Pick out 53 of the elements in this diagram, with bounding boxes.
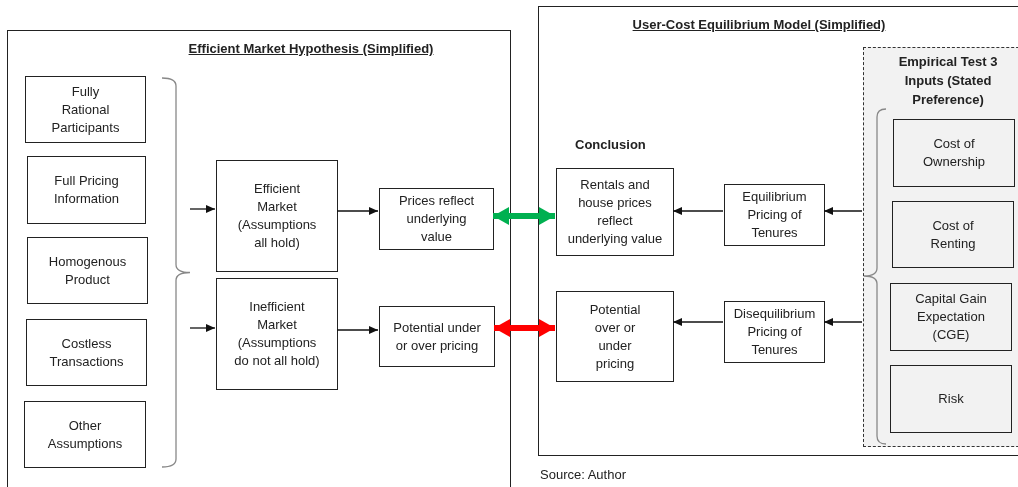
- process-box: [379, 306, 495, 367]
- box-text: Rentals and house prices reflect underlying value: [567, 176, 663, 248]
- arrow: [823, 318, 863, 326]
- section-heading: Conclusion: [575, 137, 646, 152]
- box-text: Inefficient Market (Assumptions do not all hold): [233, 298, 321, 370]
- box-text: Equilibrium Pricing of Tenures: [741, 188, 808, 242]
- curly-brace: [161, 77, 191, 468]
- arrow: [336, 207, 379, 215]
- box-text: Fully Rational Participants: [50, 82, 121, 137]
- box-text: Potential over or under pricing: [588, 300, 642, 373]
- box-text: Cost of Renting: [929, 216, 977, 253]
- group-heading: Empirical Test 3 Inputs (Stated Preference): [897, 53, 999, 109]
- source-note: Source: Author: [540, 467, 626, 482]
- process-box: [27, 156, 146, 224]
- box-text: Risk: [938, 390, 964, 408]
- panel-frame: [7, 30, 511, 487]
- input-box: [892, 201, 1014, 268]
- process-box: [216, 160, 338, 272]
- input-box: [893, 119, 1015, 187]
- box-text: Costless Transactions: [48, 334, 125, 371]
- input-box: [890, 283, 1012, 351]
- box-text: Prices reflect underlying value: [397, 192, 476, 246]
- panel-title: User-Cost Equilibrium Model (Simplified): [632, 16, 886, 34]
- process-box: [25, 76, 146, 143]
- arrow: [336, 326, 379, 334]
- dashed-group-box: [863, 47, 1018, 447]
- box-text: Homogenous Product: [47, 252, 128, 289]
- process-box: [724, 301, 825, 363]
- process-box: [26, 319, 147, 386]
- arrow: [672, 318, 724, 326]
- process-box: [216, 278, 338, 390]
- arrow: [672, 207, 724, 215]
- panel-frame: [538, 6, 1018, 456]
- box-text: Disequilibrium Pricing of Tenures: [732, 305, 817, 359]
- double-arrow: [494, 319, 555, 337]
- process-box: [379, 188, 494, 250]
- box-text: Capital Gain Expectation (CGE): [914, 290, 988, 344]
- box-text: Other Assumptions: [46, 416, 124, 453]
- process-box: [556, 291, 674, 382]
- box-text: Cost of Ownership: [921, 135, 987, 171]
- panel-title: Efficient Market Hypothesis (Simplified): [188, 40, 434, 58]
- box-text: Full Pricing Information: [54, 172, 119, 208]
- process-box: [27, 237, 148, 304]
- box-text: Potential under or over pricing: [392, 318, 482, 355]
- arrow: [189, 205, 216, 213]
- input-box: [890, 365, 1012, 433]
- process-box: [556, 168, 674, 256]
- arrow: [823, 207, 863, 215]
- process-box: [724, 184, 825, 246]
- box-text: Efficient Market (Assumptions all hold): [237, 180, 317, 252]
- arrow: [189, 324, 216, 332]
- double-arrow: [493, 207, 555, 225]
- process-box: [24, 401, 146, 468]
